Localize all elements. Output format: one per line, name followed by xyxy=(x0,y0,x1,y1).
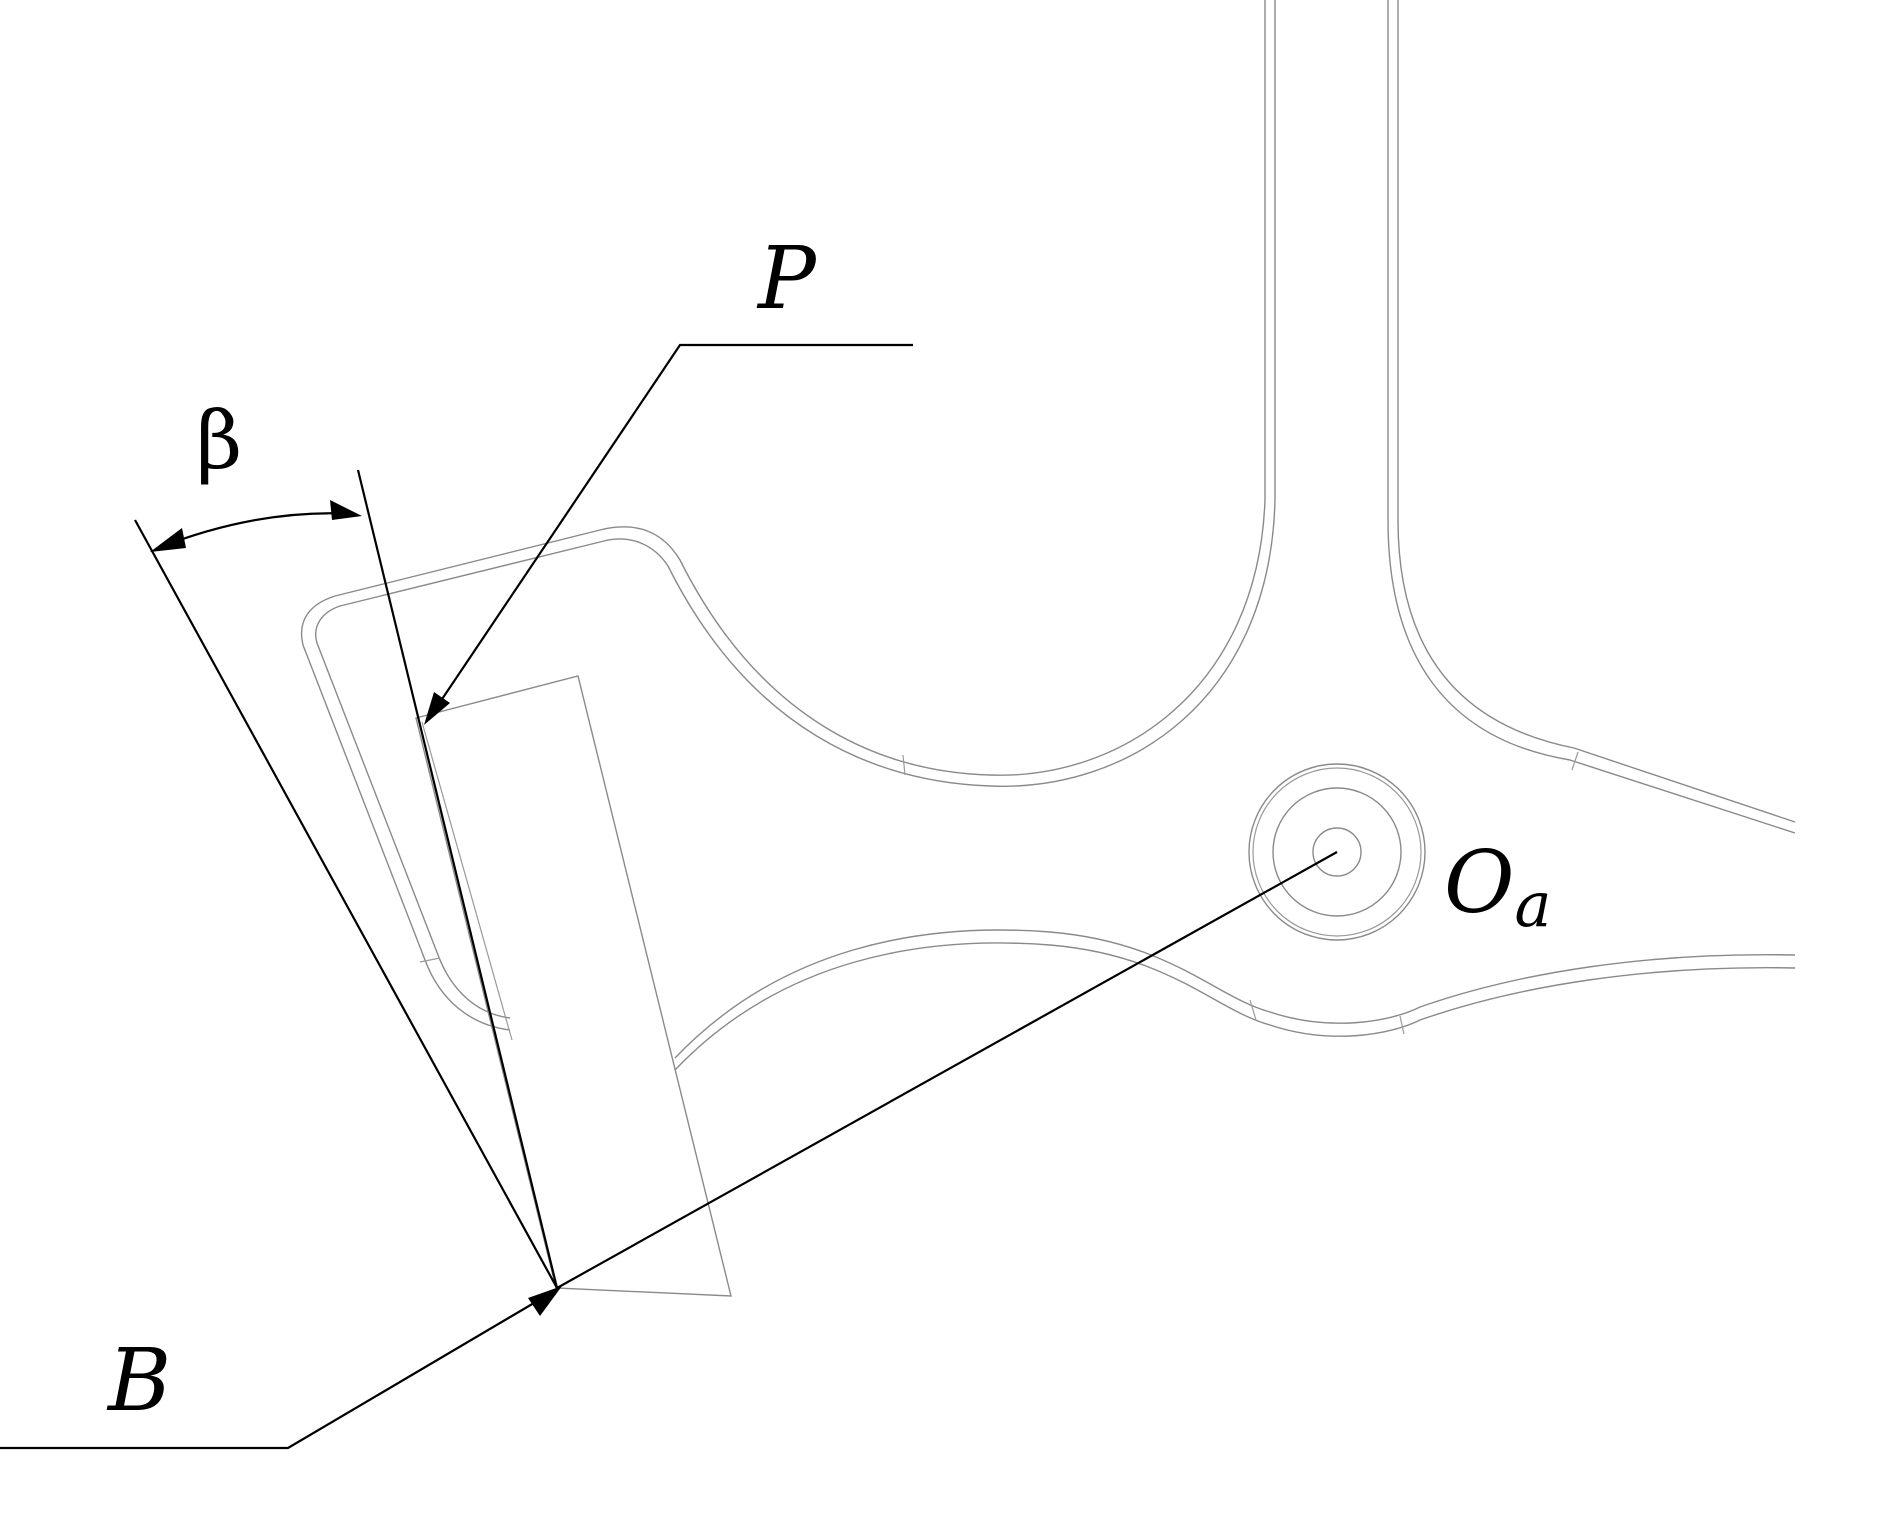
beta-line-inner xyxy=(356,469,559,1289)
label-p: P xyxy=(756,229,818,329)
b-leader xyxy=(0,1289,557,1450)
label-oa-subscript: a xyxy=(1515,868,1552,941)
construction-lines xyxy=(0,343,1338,1450)
pad-block xyxy=(415,675,732,1297)
label-oa-main: O xyxy=(1444,833,1515,933)
b-to-oa-line xyxy=(556,851,1338,1289)
label-beta: β xyxy=(196,394,242,487)
pivot-oa xyxy=(1248,763,1426,941)
p-arrowhead xyxy=(424,692,450,725)
label-oa: Oa xyxy=(1444,833,1551,941)
beta-arrow-left xyxy=(150,528,186,552)
beta-arc xyxy=(157,512,357,550)
part-outline xyxy=(300,0,1796,1071)
b-arrowhead xyxy=(528,1286,562,1316)
p-leader xyxy=(427,343,913,721)
beta-line-outer xyxy=(134,519,558,1289)
beta-arrow-right xyxy=(330,500,362,520)
label-b: B xyxy=(106,1331,171,1431)
